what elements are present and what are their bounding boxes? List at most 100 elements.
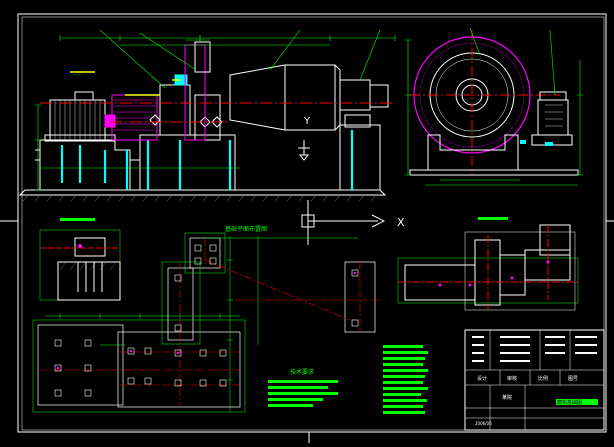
- bolt-hole: [199, 379, 207, 387]
- plan-bolt-holes: [54, 244, 359, 397]
- bolt-hole: [219, 379, 227, 387]
- foundation-edge-detail: [35, 149, 140, 161]
- elevation-view: Y ——: [18, 29, 396, 202]
- axis-symbol: X: [301, 200, 405, 245]
- elevation-dimensions: [35, 29, 396, 191]
- bolt-hole: [209, 257, 217, 265]
- detail-marker: [78, 244, 82, 248]
- title-block-frame: [464, 329, 605, 431]
- note-line: [383, 399, 427, 402]
- bolt-hole: [84, 339, 92, 347]
- bolt-hole: [174, 379, 182, 387]
- tb-entry: [575, 336, 597, 338]
- motor-terminal: [74, 91, 94, 101]
- dim-rect: [32, 319, 246, 413]
- dim-ticks: [405, 39, 583, 176]
- tb-entry: [500, 360, 530, 362]
- axis-x-label: X: [397, 216, 405, 229]
- note-line: [383, 357, 425, 360]
- tb-entry: [472, 336, 484, 338]
- notes-title: 技术要求: [290, 368, 314, 376]
- motor-body: [49, 99, 106, 141]
- marker-dot: [510, 276, 514, 280]
- leader: [139, 32, 197, 71]
- end-view-dimensions: [405, 27, 583, 186]
- bearing-bolts: [149, 114, 223, 128]
- leader: [99, 29, 166, 89]
- detail-rods: [77, 262, 103, 292]
- note-line: [268, 398, 323, 401]
- bolt-hole: [174, 274, 182, 282]
- note-line: [268, 392, 338, 395]
- marker-dot: [56, 366, 60, 370]
- plan-dimensions: [32, 232, 358, 413]
- detail-hatch: [59, 261, 117, 271]
- reducer-fins: [115, 99, 155, 131]
- tb-company: 某院: [502, 394, 512, 401]
- dim-rect: [184, 232, 226, 274]
- bolt-hole: [54, 339, 62, 347]
- motor-base: [44, 134, 116, 142]
- axis-y-label: Y: [303, 116, 311, 127]
- bolt-hole: [84, 389, 92, 397]
- mill-shell: [229, 64, 341, 131]
- tb-header-2: 比例: [538, 375, 548, 382]
- end-motor: [537, 99, 569, 136]
- drawing-frame: [17, 13, 607, 433]
- trunnion-right: [339, 79, 371, 111]
- bolt-hole: [351, 319, 359, 327]
- detail-view-left: [39, 218, 121, 301]
- note-line: [383, 405, 423, 408]
- end-motor-top: [539, 91, 567, 101]
- bolt-hole: [174, 324, 182, 332]
- leader: [469, 27, 481, 56]
- tb-entry: [545, 336, 565, 338]
- part-label: ——: [73, 72, 81, 77]
- yellow-markers: [70, 71, 180, 96]
- tb-entry: [500, 344, 530, 346]
- marker-dot: [353, 271, 357, 275]
- end-foundation: [409, 169, 579, 176]
- ground-base: [18, 189, 387, 196]
- bolt-hole: [54, 364, 62, 372]
- note-line: [383, 369, 428, 372]
- bolt-hole: [127, 347, 135, 355]
- plan-axis-diag: [204, 259, 351, 321]
- tb-entry: [545, 352, 565, 354]
- plan-markers: [56, 271, 357, 370]
- reducer-body: [111, 94, 158, 141]
- note-line: [383, 387, 428, 390]
- bolt-hole: [127, 377, 135, 385]
- bolt-hole: [144, 377, 152, 385]
- dim-ticks: [35, 35, 396, 191]
- leader: [359, 29, 381, 81]
- tb-entry: [472, 352, 484, 354]
- note-line: [383, 363, 423, 366]
- end-motor-fins: [545, 104, 563, 127]
- plan-view-title-bar: [478, 217, 508, 220]
- gear-shield: [194, 41, 211, 73]
- bolt-hole: [194, 244, 202, 252]
- leader: [549, 29, 556, 96]
- bearing-cyan: [520, 140, 526, 144]
- tb-drawing-name: 磨机基础图: [557, 399, 582, 406]
- note-line: [383, 393, 421, 396]
- bolt-hole: [54, 389, 62, 397]
- motor-fins: [54, 100, 101, 140]
- marker-dot: [546, 260, 550, 264]
- coupling: [104, 114, 116, 128]
- axis-y-symbol: [298, 140, 310, 161]
- tb-header-3: 图号: [568, 376, 578, 382]
- tb-sheet-no: 2006/06: [475, 421, 492, 426]
- bolt-hole: [84, 364, 92, 372]
- tb-entry: [545, 344, 565, 346]
- plan-block-c: [167, 267, 194, 341]
- plan-view-motor-ext: [539, 224, 571, 256]
- note-line: [268, 404, 313, 407]
- note-line: [383, 351, 428, 354]
- bolt-hole: [209, 244, 217, 252]
- bolt-hole: [144, 347, 152, 355]
- note-line: [383, 381, 423, 384]
- leader: [269, 29, 301, 71]
- plan-view-drive: [499, 254, 526, 296]
